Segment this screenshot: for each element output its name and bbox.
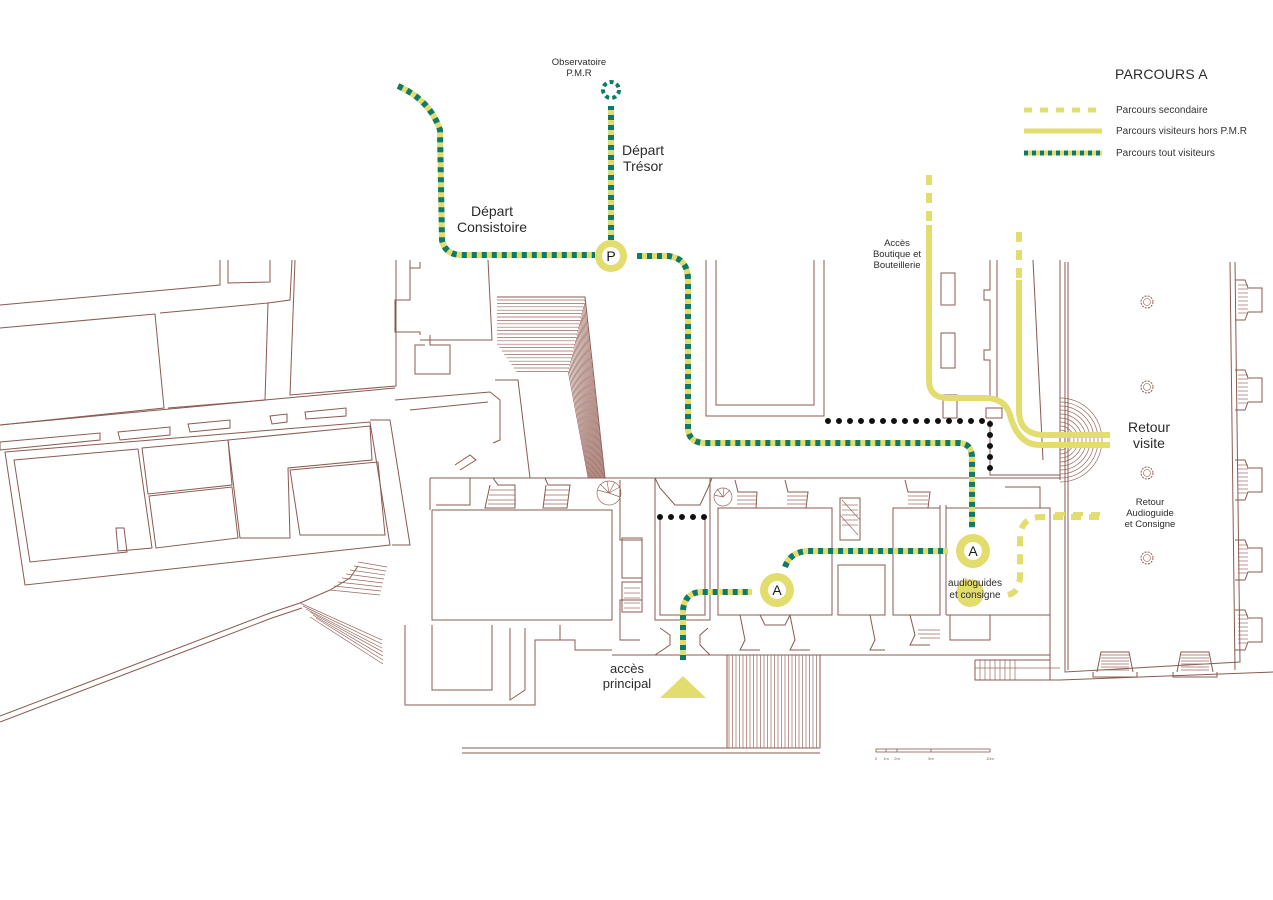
legend-item-all-visitors: Parcours tout visiteurs [1022, 145, 1272, 161]
scale-bar: 0 1m 2m 5m 10m [875, 748, 995, 761]
scale-tick-label: 0 [875, 756, 878, 761]
main-entrance-marker[interactable] [660, 676, 706, 698]
legend-label: Parcours tout visiteurs [1116, 147, 1215, 159]
left-wing-walls [0, 259, 411, 723]
label-retour-audioguide: Retour Audioguide et Consigne [1124, 497, 1176, 530]
label-observatoire: Observatoire P.M.R [551, 57, 607, 79]
scale-tick-label: 5m [928, 756, 934, 761]
label-retour-visite: Retour visite [1127, 419, 1171, 452]
solid-yellow-line-icon [1024, 128, 1102, 134]
scale-tick-label: 2m [894, 756, 900, 761]
audioguide-node-1[interactable]: A [760, 573, 794, 607]
audioguide-node-1-label: A [772, 582, 782, 598]
grand-stairs [497, 299, 606, 479]
dotted-green-yellow-line-icon [1024, 150, 1102, 156]
legend-item-non-pmr: Parcours visiteurs hors P.M.R [1022, 123, 1272, 139]
label-audioguides: audioguides et consigne [948, 578, 1002, 601]
legend-item-secondary: Parcours secondaire [1022, 102, 1272, 118]
route-non-pmr-side [1016, 280, 1110, 438]
route-non-pmr-boutique [926, 225, 1110, 448]
route-restricted-upper [825, 418, 993, 473]
route-all-visitors [396, 80, 975, 660]
church-columns [1140, 295, 1154, 565]
upper-center-walls [394, 259, 606, 506]
main-building-walls [404, 477, 1060, 754]
courtyard-walls [705, 260, 825, 417]
church-piers [1092, 279, 1263, 678]
consigne-marker [956, 579, 984, 607]
audioguide-node-2[interactable]: A [956, 534, 990, 568]
parking-node[interactable]: P [595, 240, 627, 272]
dashed-yellow-line-icon [1024, 107, 1102, 113]
scale-tick-label: 1m [883, 756, 889, 761]
label-depart-tresor: Départ Trésor [621, 142, 665, 175]
legend-title: PARCOURS A [1115, 66, 1208, 82]
parking-node-label: P [606, 248, 615, 264]
semicircle-steps [1059, 397, 1103, 483]
front-stairs [728, 655, 817, 748]
label-depart-consistoire: Départ Consistoire [456, 203, 528, 236]
audioguide-node-2-label: A [968, 543, 978, 559]
label-acces-principal: accès principal [602, 661, 652, 691]
label-acces-boutique: Accès Boutique et Bouteillerie [872, 238, 922, 271]
steps-left [299, 561, 388, 665]
scale-tick-label: 10m [986, 756, 994, 761]
legend-label: Parcours visiteurs hors P.M.R [1116, 125, 1247, 137]
route-secondary-audioguide [1007, 514, 1100, 598]
legend-label: Parcours secondaire [1116, 104, 1208, 116]
right-zone-walls [940, 259, 1273, 681]
